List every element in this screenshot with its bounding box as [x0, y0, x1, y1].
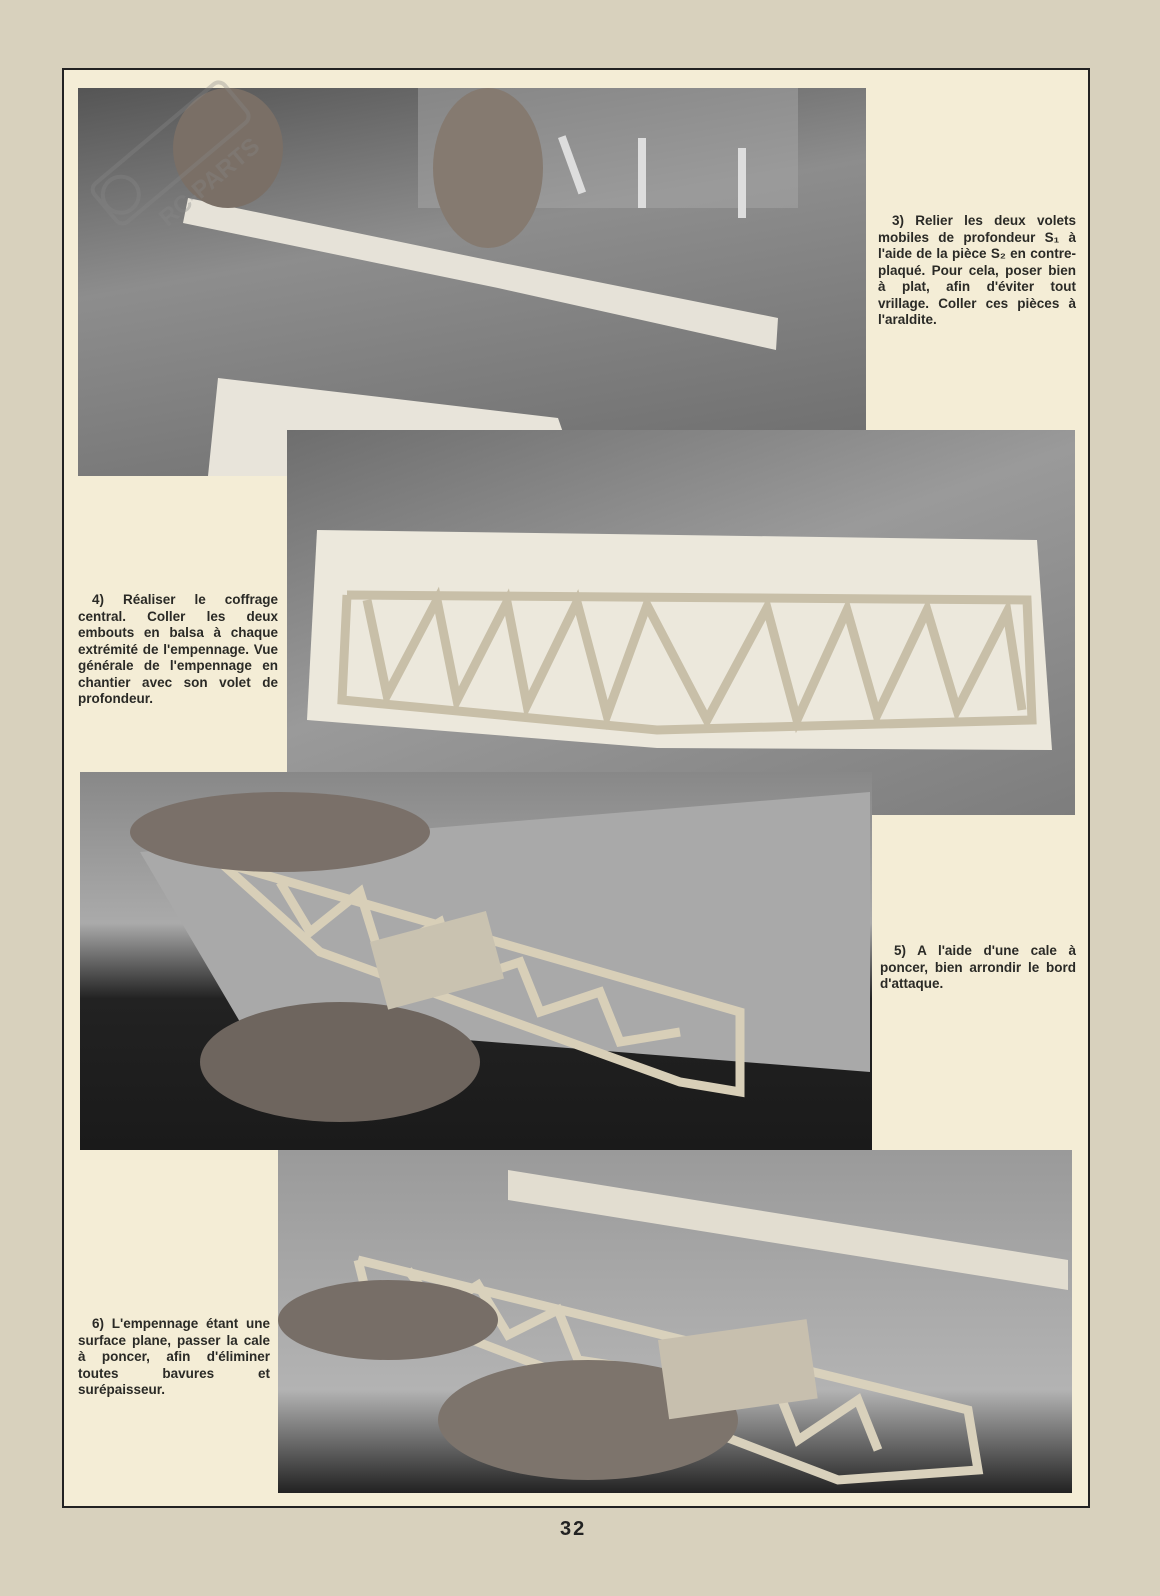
caption-step5-text: 5) A l'aide d'une cale à poncer, bien ar…: [880, 943, 1076, 991]
page-number: 32: [560, 1518, 587, 1540]
rc-parts-watermark-logo: RC-PARTS: [90, 80, 265, 232]
caption-step6-text: 6) L'empennage étant une surface plane, …: [78, 1316, 270, 1397]
caption-step3: 3) Relier les deux volets mobiles de pro…: [878, 213, 1076, 329]
caption-step4-text: 4) Réaliser le coffrage central. Coller …: [78, 592, 278, 706]
svg-text:RC-PARTS: RC-PARTS: [154, 133, 265, 232]
photo-step5-sanding-leading-edge: [80, 772, 872, 1150]
photo-step3-joining-elevators: [78, 88, 866, 476]
caption-step6: 6) L'empennage étant une surface plane, …: [78, 1316, 270, 1399]
caption-step3-text: 3) Relier les deux volets mobiles de pro…: [878, 213, 1076, 327]
photo-step4-tailplane-overview: [287, 430, 1075, 815]
caption-step4: 4) Réaliser le coffrage central. Coller …: [78, 592, 278, 708]
caption-step5: 5) A l'aide d'une cale à poncer, bien ar…: [880, 943, 1076, 993]
photo-step6-sanding-surface: [278, 1150, 1072, 1493]
